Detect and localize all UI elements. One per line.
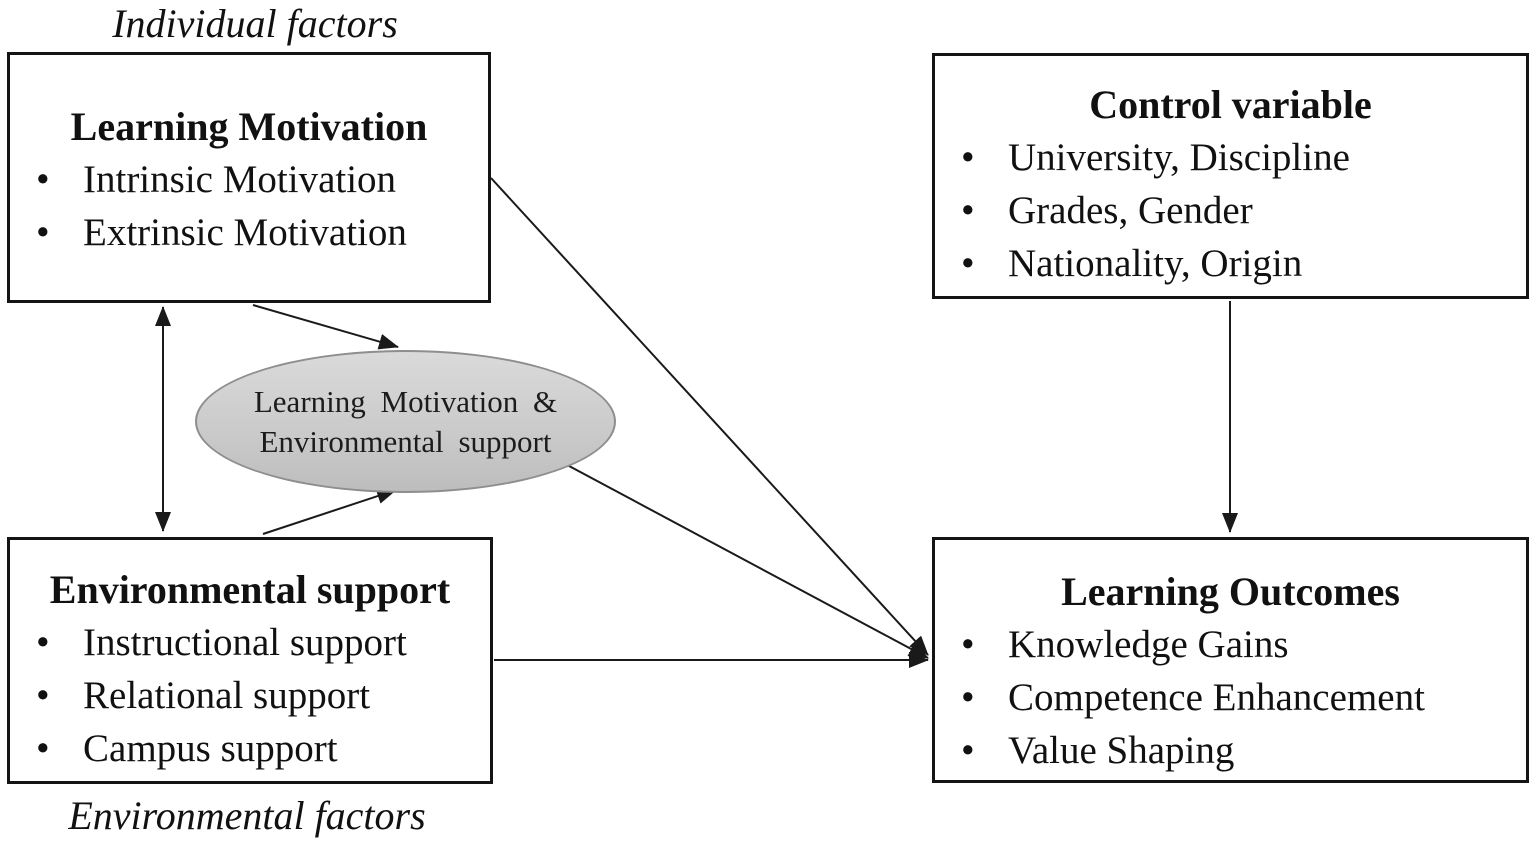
control-variable-box: Control variable • University, Disciplin… — [932, 53, 1529, 299]
bullet-icon: • — [36, 211, 50, 254]
arrow-motivation-to-interaction — [252, 304, 399, 350]
ellipse-text-line1: Learning Motivation & — [253, 383, 558, 419]
ellipse-text-line2: Environmental support — [259, 423, 552, 459]
bullet-icon: • — [961, 729, 975, 772]
bullet-icon: • — [961, 136, 975, 179]
bullet-icon: • — [36, 674, 50, 717]
environmental-support-box: Environmental support • Instructional su… — [7, 537, 493, 784]
list-item-label: University, Discipline — [1008, 136, 1350, 179]
list-item: • Knowledge Gains — [935, 618, 1526, 671]
environmental-support-title: Environmental support — [49, 567, 451, 612]
bullet-icon: • — [36, 621, 50, 664]
list-item-label: Campus support — [83, 727, 338, 770]
bullet-icon: • — [961, 189, 975, 232]
learning-outcomes-title: Learning Outcomes — [1061, 569, 1400, 614]
list-item: • Grades, Gender — [935, 184, 1526, 237]
list-item-label: Grades, Gender — [1008, 189, 1253, 232]
control-variable-title: Control variable — [1089, 82, 1372, 127]
interaction-ellipse: Learning Motivation & Environmental supp… — [195, 350, 616, 493]
list-item: • Intrinsic Motivation — [10, 153, 488, 206]
list-item-label: Competence Enhancement — [1008, 676, 1425, 719]
list-item: • Relational support — [10, 669, 490, 722]
list-item: • Competence Enhancement — [935, 671, 1526, 724]
arrow-interaction-to-outcomes — [555, 458, 929, 659]
bullet-icon: • — [961, 623, 975, 666]
list-item: • Campus support — [10, 722, 490, 775]
list-item: • Instructional support — [10, 616, 490, 669]
list-item: • University, Discipline — [935, 131, 1526, 184]
list-item: • Extrinsic Motivation — [10, 206, 488, 259]
environmental-factors-label: Environmental factors — [68, 793, 426, 838]
bullet-icon: • — [36, 727, 50, 770]
learning-motivation-box: Learning Motivation • Intrinsic Motivati… — [7, 52, 491, 303]
arrow-support-to-interaction — [262, 488, 397, 535]
bullet-icon: • — [961, 676, 975, 719]
bullet-icon: • — [36, 158, 50, 201]
learning-outcomes-box: Learning Outcomes • Knowledge Gains • Co… — [932, 537, 1529, 783]
list-item: • Nationality, Origin — [935, 237, 1526, 290]
list-item-label: Relational support — [83, 674, 371, 717]
list-item-label: Instructional support — [83, 621, 407, 664]
list-item-label: Value Shaping — [1008, 729, 1235, 772]
list-item-label: Nationality, Origin — [1008, 242, 1303, 285]
list-item-label: Intrinsic Motivation — [83, 158, 397, 201]
bullet-icon: • — [961, 242, 975, 285]
list-item-label: Extrinsic Motivation — [83, 211, 407, 254]
list-item: • Value Shaping — [935, 724, 1526, 777]
individual-factors-label: Individual factors — [112, 1, 398, 46]
list-item-label: Knowledge Gains — [1008, 623, 1289, 666]
learning-motivation-title: Learning Motivation — [70, 104, 428, 149]
